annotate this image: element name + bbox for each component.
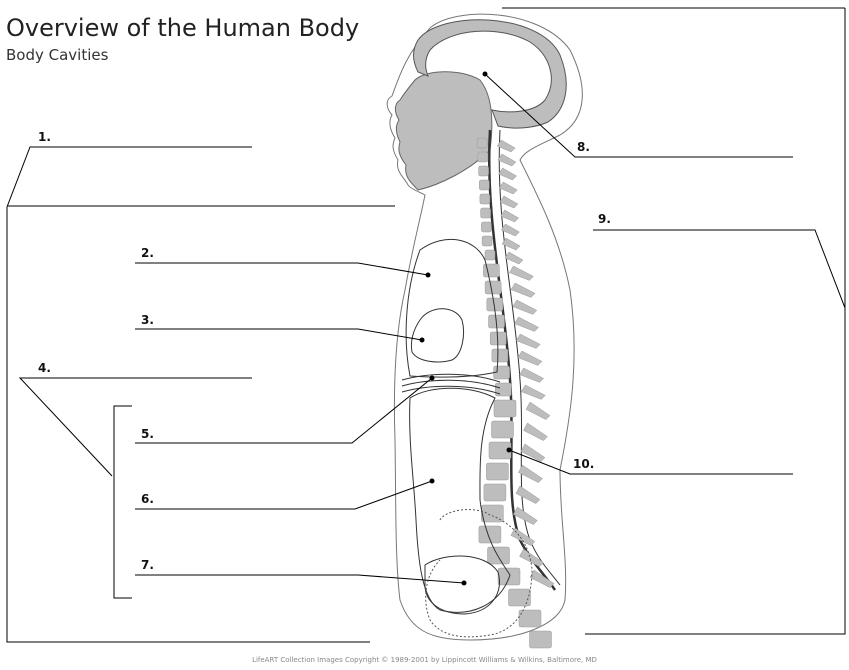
diaphragm-line [401, 385, 501, 395]
leader-10 [508, 449, 793, 475]
vertebra-body [483, 483, 507, 502]
vertebra-body [479, 193, 491, 205]
spinous-process [523, 422, 548, 441]
dot-5 [429, 375, 435, 381]
label-8: 8. [577, 140, 590, 154]
spinous-process [519, 548, 544, 567]
vertebra-body [480, 207, 491, 219]
pelvic-cavity [424, 555, 500, 615]
spinous-process [510, 282, 536, 298]
dot-6 [429, 478, 435, 484]
dot-2 [425, 272, 431, 278]
abdominopelvic-cavity [409, 387, 511, 613]
label-2: 2. [141, 246, 154, 260]
vertebra-body [481, 221, 492, 233]
cranial-cavity [413, 19, 567, 129]
leader-3 [135, 328, 423, 341]
leader-7 [135, 574, 465, 584]
vertebra-body [481, 504, 504, 523]
leader-9 [585, 229, 846, 635]
leader-1 [6, 146, 370, 643]
vertebra-body [484, 249, 496, 261]
vertebra-body [518, 609, 542, 628]
vertebra-body [495, 382, 512, 397]
dot-7 [461, 580, 467, 586]
spinous-process [497, 153, 517, 167]
spinous-process [500, 223, 520, 237]
leader-2 [135, 262, 429, 276]
spinous-process [510, 527, 536, 546]
vertebra-body [477, 151, 489, 163]
vertebra-body [484, 280, 502, 295]
spinous-process [498, 167, 517, 181]
vertebra-body [487, 546, 510, 565]
label-3: 3. [141, 313, 154, 327]
dot-8 [482, 71, 488, 77]
label-9: 9. [598, 212, 611, 226]
dot-10 [506, 447, 512, 453]
vertebra-body [508, 588, 531, 607]
label-5: 5. [141, 427, 154, 441]
thoracic-cavity [405, 238, 499, 378]
spinous-process [501, 237, 521, 251]
spinous-process [499, 195, 519, 209]
vertebra-body [481, 235, 493, 247]
label-6: 6. [141, 492, 154, 506]
vertebral-column [476, 137, 555, 649]
body-silhouette [386, 13, 583, 641]
leader-5 [135, 377, 433, 444]
vertebra-body [476, 137, 488, 149]
spinous-process [496, 139, 516, 153]
marker-dots [419, 71, 512, 586]
spinous-process [518, 464, 543, 483]
spinous-process [498, 181, 518, 195]
label-10: 10. [573, 457, 594, 471]
label-7: 7. [141, 558, 154, 572]
page-title: Overview of the Human Body [6, 14, 360, 42]
diaphragm [401, 373, 501, 383]
spinous-process [512, 299, 538, 315]
vertebra-body [529, 630, 552, 649]
spinous-process [514, 316, 539, 332]
spinous-process [515, 485, 541, 504]
face-region [394, 71, 493, 191]
leader-4 [18, 377, 252, 477]
spinous-process [525, 401, 551, 420]
label-4: 4. [38, 361, 51, 375]
spinous-process [529, 569, 555, 588]
spinous-process [520, 443, 546, 462]
pericardial-cavity [410, 308, 465, 363]
spinous-process [509, 265, 534, 281]
page-subtitle: Body Cavities [6, 46, 109, 64]
leader-lines [6, 7, 846, 643]
label-1: 1. [38, 130, 51, 144]
vertebra-body [479, 179, 490, 191]
spinous-process [520, 384, 546, 400]
vertebra-body [493, 399, 517, 418]
leader-6 [135, 480, 433, 510]
spinous-process [513, 506, 538, 525]
vertebra-body [478, 525, 502, 544]
vertebra-body [483, 263, 500, 278]
vertebra-body [486, 462, 509, 481]
vertebra-body [491, 348, 509, 363]
spinous-process [515, 333, 541, 349]
leader-8 [484, 73, 793, 158]
spinous-process [500, 209, 520, 223]
spinous-process [519, 367, 545, 383]
bracket [113, 405, 132, 599]
dot-3 [419, 337, 425, 343]
diaphragm-line [401, 379, 501, 389]
copyright-text: LifeART Collection Images Copyright © 19… [252, 656, 597, 664]
pelvic-viscera-outline [425, 509, 533, 638]
spinous-process [517, 350, 543, 366]
spinous-process [504, 251, 524, 265]
vertebra-body [478, 165, 489, 177]
vertebra-body [491, 420, 514, 439]
